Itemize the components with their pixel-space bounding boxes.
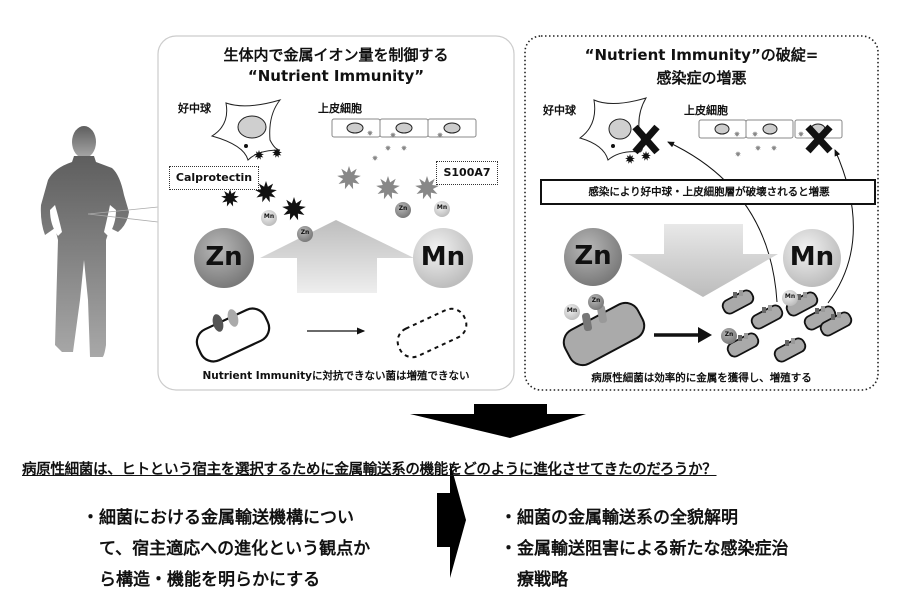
mn-small-label: Mn [263,213,275,220]
damage-arrow [827,149,854,304]
left-panel-title: 生体内で金属イオン量を制御する [223,46,449,64]
s100a7-star-icon [771,145,777,151]
s100a7-star-icon [734,131,740,137]
mn-small-sphere [782,290,798,306]
bullet-line: ・細菌における金属輸送機構につい [82,508,354,528]
mn-label: Mn [420,242,466,272]
research-question: 病原性細菌は、ヒトという宿主を選択するために金属輸送系の機能をどのように進化させ… [22,462,717,478]
calprotectin-star-icon [625,154,635,164]
s100a7-star-icon [376,176,400,200]
s100a7-star-icon [798,131,804,137]
right-panel-subtitle: 感染症の増悪 [656,69,747,87]
s100a7-star-icon [337,166,361,190]
human-silhouette [40,126,130,358]
bullet-line: ら構造・機能を明らかにする [82,570,321,590]
s100a7-star-icon [735,151,741,157]
zn-label: Zn [205,242,243,272]
neutrophil-label: 好中球 [543,104,576,117]
calprotectin-star-icon [255,181,277,203]
damage-arrow [667,141,778,303]
bullet-line: ・金属輸送阻害による新たな感染症治 [500,539,789,559]
s100a7-label: S100A7 [436,161,498,185]
mn-sphere [413,228,473,288]
conclusion-arrow [437,462,466,578]
neutrophil-nucleus [237,115,267,139]
neutrophil-nucleus [608,118,632,140]
small-bacterium-icon [785,291,819,317]
s100a7-star-icon [372,155,378,161]
s100a7-star-icon [755,145,761,151]
mn-small-label: Mn [436,204,448,211]
left-panel-caption: Nutrient Immunityに対抗できない菌は増殖できない [202,370,470,382]
calprotectin-star-icon [641,151,651,161]
big-down-arrow [410,404,586,438]
zn-small-label: Zn [591,297,601,304]
zn-small-sphere [721,328,737,344]
zn-label: Zn [574,241,612,271]
epithelial-layer [331,118,477,138]
s100a7-star-icon [401,145,407,151]
pointer-line [87,206,159,215]
decrease-arrow [628,224,778,297]
destroyed-x-icon [632,124,660,155]
left-bullets: ・細菌における金属輸送機構につい て、宿主適応への進化という観点か ら構造・機能… [82,503,370,596]
s100a7-star-icon [437,132,443,138]
calprotectin-star-icon [282,197,306,221]
left-panel-subtitle: “Nutrient Immunity” [247,67,425,85]
mn-small-label: Mn [784,293,796,300]
epithelial-label: 上皮細胞 [684,104,728,117]
bacterium-active [562,294,646,367]
right-panel-caption: 病原性細菌は効率的に金属を獲得し、増殖する [591,372,812,384]
zn-small-sphere [395,202,411,218]
calprotectin-star-icon [254,150,264,160]
small-bacterium-icon [750,304,784,330]
mn-small-label: Mn [566,307,578,314]
s100a7-star-icon [752,131,758,137]
small-bacterium-icon [726,332,760,358]
zn-small-sphere [297,226,313,242]
mn-small-sphere [261,210,277,226]
s100a7-star-icon [385,145,391,151]
calprotectin-star-icon [272,148,282,158]
bacteria-cluster [721,289,853,363]
mn-small-sphere [434,201,450,217]
small-bacterium-icon [773,337,807,363]
bullet-line: ・細菌の金属輸送系の全貌解明 [500,508,738,528]
bacterium-dead [396,307,468,359]
s100a7-star-icon [390,132,396,138]
antimicrobial-proteins [221,130,804,221]
bullet-line: て、宿主適応への進化という観点か [82,539,371,559]
neutrophil-label: 好中球 [178,102,211,115]
s100a7-star-icon [367,130,373,136]
mn-label: Mn [789,242,835,272]
bullet-line: 療戦略 [500,570,568,590]
zn-small-label: Zn [724,331,734,338]
bacterium-intact [195,307,271,363]
calprotectin-star-icon [221,189,239,207]
epithelial-label: 上皮細胞 [318,102,362,115]
right-panel-title: “Nutrient Immunity”の破綻= [584,46,819,64]
zn-sphere [194,228,254,288]
calprotectin-label: Calprotectin [169,166,259,190]
s100a7-star-icon [415,176,439,200]
destroyed-x-icon [805,124,833,154]
zn-small-label: Zn [300,229,310,236]
destruction-banner-text: 感染により好中球・上皮細胞層が破壊されると増悪 [588,186,830,198]
zn-sphere [564,228,622,286]
destruction-banner [540,179,876,205]
small-bacterium-icon [721,289,755,315]
pointer-line [87,213,159,223]
increase-arrow [260,220,414,293]
small-bacterium-icon [819,311,853,337]
mn-sphere [783,229,841,287]
zn-small-label: Zn [398,205,408,212]
right-bullets: ・細菌の金属輸送系の全貌解明 ・金属輸送阻害による新たな感染症治 療戦略 [500,503,789,596]
